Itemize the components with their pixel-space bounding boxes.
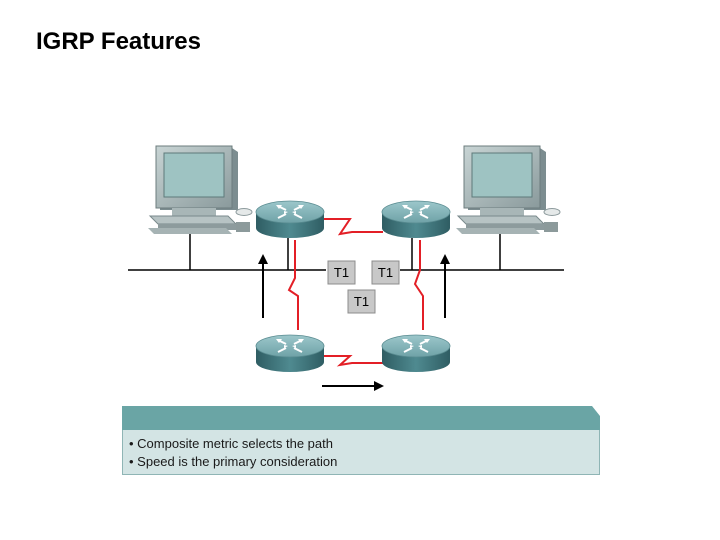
serial-link-bottom (322, 355, 383, 367)
router-top-left-icon (255, 200, 325, 239)
workstation-right-icon (455, 145, 561, 234)
caption-box: • Composite metric selects the path • Sp… (122, 406, 600, 475)
serial-link-right-vertical (413, 240, 424, 330)
svg-text:T1: T1 (334, 265, 349, 280)
serial-link-top (322, 218, 383, 236)
serial-link-icon (287, 218, 424, 367)
bullet-speed: • Speed is the primary consideration (129, 454, 338, 469)
router-bottom-right-icon (381, 334, 451, 373)
caption-header (122, 406, 600, 430)
slide-title: IGRP Features (36, 28, 201, 55)
svg-text:T1: T1 (354, 294, 369, 309)
t1-label-top-left: T1 (327, 260, 356, 285)
caption-body: • Composite metric selects the path • Sp… (122, 430, 600, 475)
router-top-right-icon (381, 200, 451, 239)
serial-link-left-vertical (287, 240, 299, 330)
bullet-composite-metric: • Composite metric selects the path (129, 436, 333, 451)
t1-label-top-right: T1 (371, 260, 400, 285)
svg-text:T1: T1 (378, 265, 393, 280)
t1-label-middle: T1 (347, 289, 376, 314)
flow-arrow-icon (258, 254, 450, 391)
workstation-left-icon (147, 145, 253, 234)
router-bottom-left-icon (255, 334, 325, 373)
